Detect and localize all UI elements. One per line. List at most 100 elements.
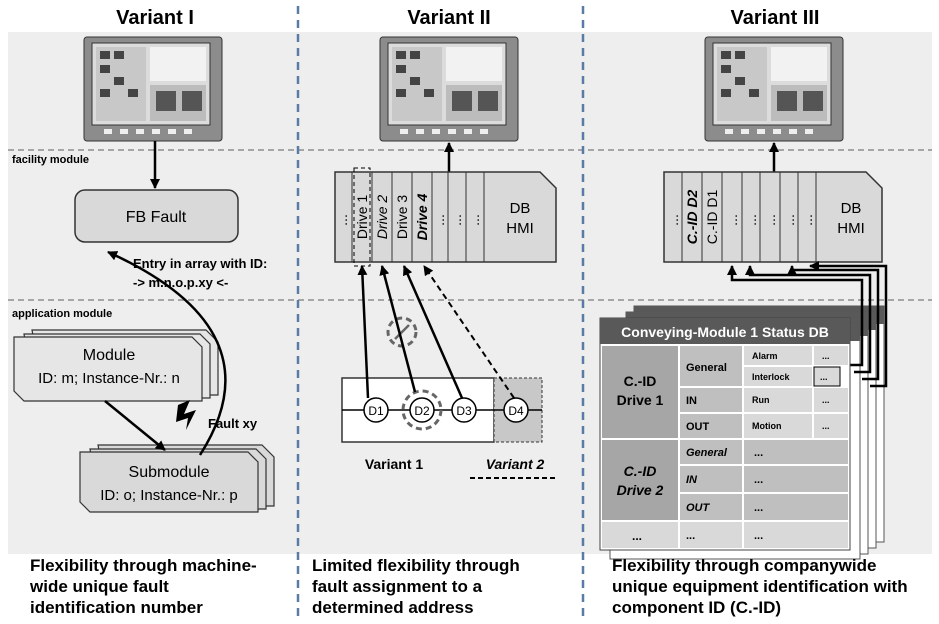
drive-d4-label: D4 bbox=[508, 404, 524, 418]
variant-1-label: Variant 1 bbox=[365, 456, 424, 472]
group2-out: OUT bbox=[686, 502, 711, 514]
caption-v2-line-3: determined address bbox=[312, 598, 474, 617]
db-v2-label-db: DB bbox=[510, 200, 531, 217]
entry-text-line-2: -> m.n.o.p.xy <- bbox=[133, 275, 228, 290]
group1-line1: C.-ID bbox=[624, 373, 657, 389]
connector-3 bbox=[787, 265, 880, 381]
ellipsis-cell-1: ... bbox=[822, 351, 830, 361]
group2-in: IN bbox=[686, 474, 698, 486]
group1-line2: Drive 1 bbox=[617, 392, 664, 408]
drive-d4 bbox=[503, 397, 529, 423]
hmi-panel-variant-2 bbox=[379, 36, 519, 142]
submodule-stack bbox=[79, 444, 275, 513]
caption-v2-line-2: fault assignment to a bbox=[312, 577, 483, 596]
ghost-drive-slash bbox=[394, 324, 410, 340]
ellipsis-cell-6: ... bbox=[754, 474, 763, 486]
submodule-id: ID: o; Instance-Nr.: p bbox=[100, 487, 238, 504]
ellipsis-cell-2: ... bbox=[820, 372, 828, 382]
group1-in: IN bbox=[686, 395, 697, 407]
drive-d1-label: D1 bbox=[368, 404, 384, 418]
db-v3-cell-cid-d1: C.-ID D1 bbox=[704, 190, 720, 245]
connector-2 bbox=[745, 265, 872, 374]
ellipsis-cell-5: ... bbox=[754, 447, 763, 459]
application-module-label: application module bbox=[12, 308, 112, 320]
group2-line2: Drive 2 bbox=[617, 482, 664, 498]
arrow-d4-to-drive-4 bbox=[423, 265, 515, 399]
run-cell: Run bbox=[752, 395, 770, 405]
ellipsis-cell-7: ... bbox=[754, 502, 763, 514]
variant-2-label: Variant 2 bbox=[486, 456, 545, 472]
hmi-panel-variant-1 bbox=[83, 36, 223, 142]
bottom-ellipsis-2: ... bbox=[686, 530, 695, 542]
arrow-module-to-submodule bbox=[104, 400, 166, 451]
module-id: ID: m; Instance-Nr.: n bbox=[38, 370, 180, 387]
db-v2-cell-drive-1: Drive 1 bbox=[354, 195, 370, 240]
db-v2-cell-5: ... bbox=[431, 214, 447, 226]
db-v3-cell-5: ... bbox=[762, 214, 778, 226]
caption-v3-line-3: component ID (C.-ID) bbox=[612, 598, 781, 617]
caption-v1-line-2: wide unique fault bbox=[29, 577, 169, 596]
arrow-d1-to-drive-1 bbox=[357, 265, 370, 399]
fb-fault-label: FB Fault bbox=[126, 209, 187, 226]
drive-d2 bbox=[409, 397, 435, 423]
drive-d3-label: D3 bbox=[456, 404, 472, 418]
header-variant-2: Variant II bbox=[407, 7, 490, 29]
db-v3-cell-0: ... bbox=[665, 214, 681, 226]
caption-v3-line-1: Flexibility through companywide bbox=[612, 556, 876, 575]
caption-v1-line-1: Flexibility through machine- bbox=[30, 556, 257, 575]
db-v3-cell-7: ... bbox=[799, 214, 815, 226]
arrow-d3-to-drive-3 bbox=[402, 265, 464, 399]
submodule-title: Submodule bbox=[129, 464, 210, 481]
interlock-cell: Interlock bbox=[752, 372, 791, 382]
header-variant-3: Variant III bbox=[731, 7, 820, 29]
hmi-panel-variant-3 bbox=[704, 36, 844, 142]
caption-v2-line-1: Limited flexibility through bbox=[312, 556, 520, 575]
connector-1 bbox=[727, 265, 864, 367]
group1-general: General bbox=[686, 362, 727, 374]
db-v3-cell-6: ... bbox=[781, 214, 797, 226]
db-hmi-v2 bbox=[334, 167, 557, 267]
drive-d3 bbox=[451, 397, 477, 423]
db-v2-cell-drive-4: Drive 4 bbox=[414, 193, 430, 240]
caption-v3-line-2: unique equipment identification with bbox=[612, 577, 908, 596]
bottom-ellipsis-3: ... bbox=[754, 530, 763, 542]
drive-d1 bbox=[363, 397, 389, 423]
entry-text-line-1: Entry in array with ID: bbox=[133, 256, 267, 271]
group1-out: OUT bbox=[686, 421, 710, 433]
db-v2-label-hmi: HMI bbox=[506, 220, 534, 237]
arrow-fault-to-fb bbox=[107, 250, 227, 456]
group2-line1: C.-ID bbox=[624, 463, 657, 479]
bottom-ellipsis-1: ... bbox=[632, 529, 642, 543]
header-variant-1: Variant I bbox=[116, 7, 194, 29]
db-v2-cell-7: ... bbox=[466, 214, 482, 226]
group2-general: General bbox=[686, 447, 728, 459]
db-v3-cell-cid-d2: C.-ID D2 bbox=[684, 190, 700, 245]
db-hmi-v3 bbox=[663, 171, 883, 263]
db-v2-cell-drive-3: Drive 3 bbox=[394, 195, 410, 240]
caption-v1-line-3: identification number bbox=[30, 598, 203, 617]
db-v3-label-hmi: HMI bbox=[837, 220, 865, 237]
db-v3-cell-3: ... bbox=[724, 214, 740, 226]
db-v2-cell-6: ... bbox=[448, 214, 464, 226]
module-title: Module bbox=[83, 347, 136, 364]
module-stack bbox=[13, 329, 219, 402]
alarm-cell: Alarm bbox=[752, 351, 778, 361]
db-v3-cell-4: ... bbox=[743, 214, 759, 226]
lightning-icon bbox=[176, 400, 196, 430]
ellipsis-cell-4: ... bbox=[822, 421, 830, 431]
fb-fault-box bbox=[74, 189, 239, 243]
facility-module-label: facility module bbox=[12, 154, 89, 166]
ellipsis-cell-3: ... bbox=[822, 395, 830, 405]
drive-d2-removed-ring bbox=[401, 389, 443, 431]
connector-4 bbox=[809, 261, 888, 388]
table-title: Conveying-Module 1 Status DB bbox=[621, 324, 829, 340]
status-db-table bbox=[599, 317, 851, 551]
db-v2-cell-0: ... bbox=[334, 214, 350, 226]
db-v2-cell-drive-2: Drive 2 bbox=[374, 195, 390, 240]
arrow-d2-to-drive-2 bbox=[379, 265, 417, 393]
drive-d2-label: D2 bbox=[414, 404, 430, 418]
fault-xy-label: Fault xy bbox=[208, 416, 258, 431]
db-v3-label-db: DB bbox=[841, 200, 862, 217]
motion-cell: Motion bbox=[752, 421, 782, 431]
